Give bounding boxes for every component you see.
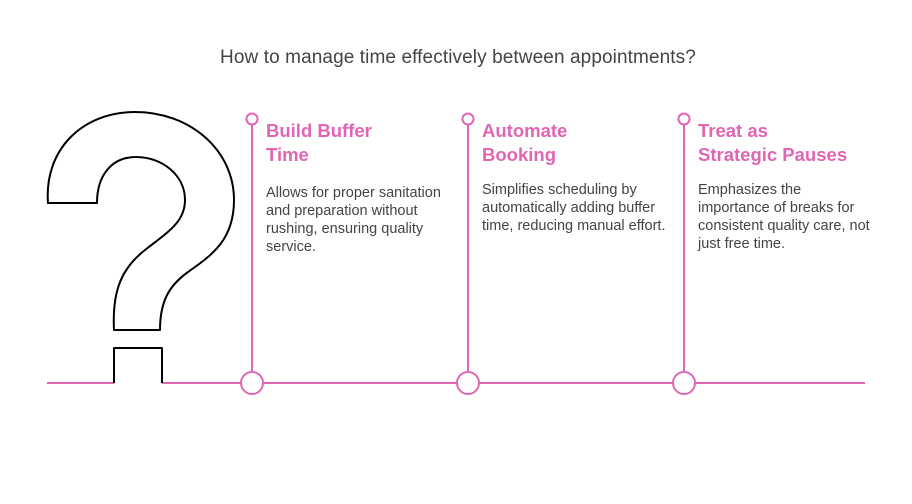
item-title: Build Buffer Time bbox=[266, 119, 456, 167]
item-description: Allows for proper sanitation and prepara… bbox=[266, 185, 441, 255]
milestone-marker-3 bbox=[672, 112, 696, 395]
question-mark-icon bbox=[46, 111, 235, 383]
item-title: Treat as Strategic Pauses bbox=[698, 119, 873, 167]
item-title-line1: Treat as bbox=[698, 120, 768, 141]
item-title: Automate Booking bbox=[482, 119, 672, 167]
item-description: Emphasizes the importance of breaks for … bbox=[698, 182, 870, 252]
strategy-item-build-buffer: Build Buffer Time Allows for proper sani… bbox=[266, 119, 456, 256]
item-title-line2: Booking bbox=[482, 144, 556, 165]
milestone-marker-2 bbox=[456, 112, 480, 395]
strategy-item-strategic-pauses: Treat as Strategic Pauses Emphasizes the… bbox=[698, 119, 873, 253]
page-title: How to manage time effectively between a… bbox=[220, 47, 696, 68]
item-title-line1: Build Buffer bbox=[266, 120, 372, 141]
item-title-line2: Strategic Pauses bbox=[698, 144, 848, 165]
item-title-line1: Automate bbox=[482, 120, 568, 141]
item-description: Simplifies scheduling by automatically a… bbox=[482, 182, 666, 234]
strategy-item-automate-booking: Automate Booking Simplifies scheduling b… bbox=[482, 119, 672, 235]
milestone-marker-1 bbox=[240, 112, 264, 395]
item-title-line2: Time bbox=[266, 144, 309, 165]
